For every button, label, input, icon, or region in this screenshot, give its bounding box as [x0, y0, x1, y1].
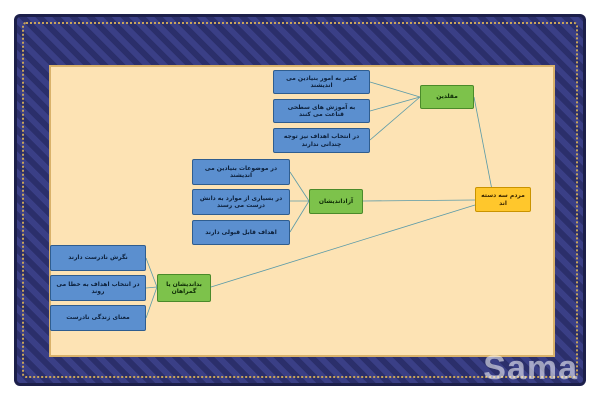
group1-item-1: کمتر به امور بنیادین می اندیشند: [273, 70, 370, 94]
group-node-badandishan: بداندیشان یا گمراهان: [157, 274, 211, 302]
group2-item-2: در بسیاری از موارد به دانش درست می رسند: [192, 189, 290, 215]
group-node-azadandishan: آزاداندیشان: [309, 189, 363, 214]
group3-item-1: نگرش نادرست دارند: [50, 245, 146, 271]
watermark-logo: Sama: [483, 349, 578, 387]
group-node-muqallidin: مقلدین: [420, 85, 474, 109]
group1-item-3: در انتخاب اهداف نیز توجه چندانی ندارند: [273, 128, 370, 153]
group2-item-3: اهداف قابل قبولی دارند: [192, 220, 290, 245]
root-node: مردم سه دسته اند: [475, 187, 531, 212]
group2-item-1: در موضوعات بنیادین می اندیشند: [192, 159, 290, 185]
group1-item-2: به آموزش های سطحی قناعت می کنند: [273, 99, 370, 123]
group3-item-2: در انتخاب اهداف به خطا می روند: [50, 275, 146, 301]
group3-item-3: معنای زندگی نادرست: [50, 305, 146, 331]
